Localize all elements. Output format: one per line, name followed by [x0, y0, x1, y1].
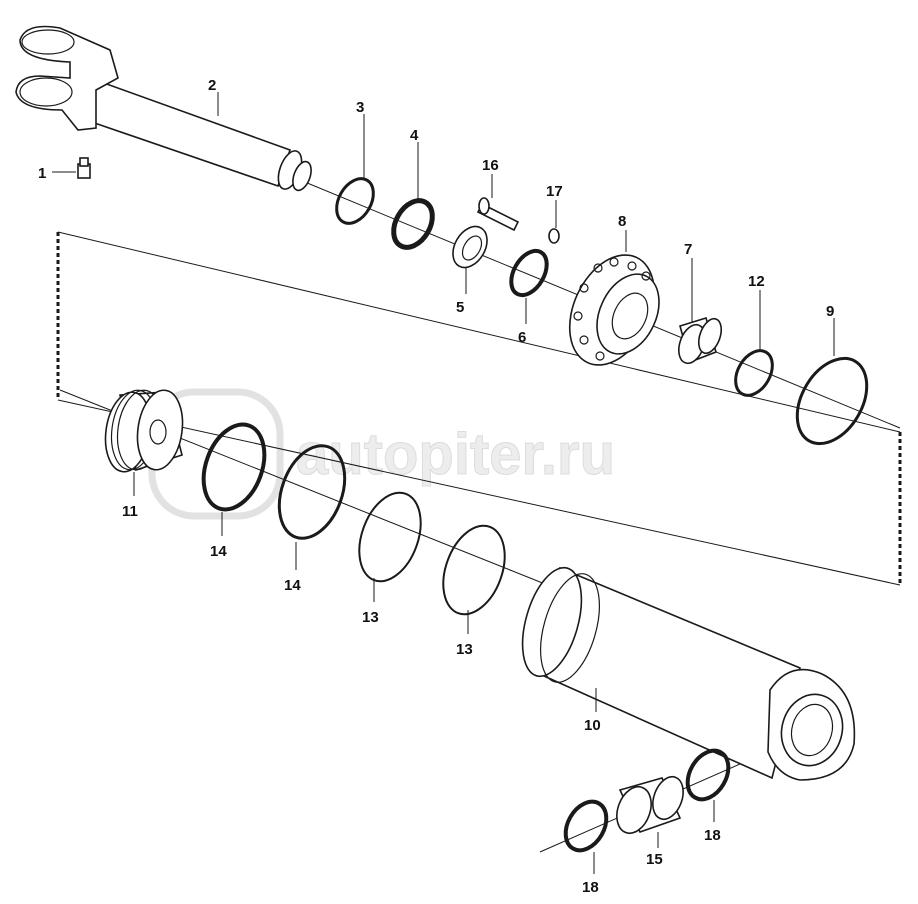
callout-label-18a: 18 [704, 827, 721, 844]
callout-label-13b: 13 [456, 641, 473, 658]
callout-label-17: 17 [546, 183, 563, 200]
callout-label-14b: 14 [284, 577, 301, 594]
callout-label-5: 5 [456, 299, 464, 316]
callout-label-1: 1 [38, 165, 46, 182]
callout-label-7: 7 [684, 241, 692, 258]
callout-label-4: 4 [410, 127, 419, 144]
callout-label-18b: 18 [582, 879, 599, 896]
ring-part-18b [563, 799, 609, 853]
callout-label-13a: 13 [362, 609, 379, 626]
washer-part-17 [548, 228, 560, 244]
piston-rod-part [15, 25, 312, 192]
callout-label-2: 2 [208, 77, 216, 94]
callout-label-15: 15 [646, 851, 663, 868]
o-ring-part-6 [509, 248, 549, 298]
callout-labels: 1 2 3 4 5 6 7 8 9 10 11 12 13 13 14 14 1… [38, 77, 834, 896]
guide-ring-part-13a [358, 491, 422, 583]
seal-ring-part-14a [201, 422, 267, 512]
bolt-part-16 [476, 197, 520, 232]
callout-label-9: 9 [826, 303, 834, 320]
wiper-ring-part-4 [391, 198, 435, 250]
rod-seal-part-5 [452, 225, 488, 269]
cylinder-barrel-part-10 [521, 566, 856, 781]
cylinder-head-part-8 [568, 254, 660, 366]
piston-part-11 [104, 389, 184, 473]
callout-label-8: 8 [618, 213, 626, 230]
callout-label-3: 3 [356, 99, 364, 116]
callout-label-16: 16 [482, 157, 499, 174]
callout-label-6: 6 [518, 329, 526, 346]
callout-label-12: 12 [748, 273, 765, 290]
ring-part-12 [734, 349, 774, 397]
o-ring-part-3 [335, 177, 375, 225]
callout-label-14a: 14 [210, 543, 227, 560]
callout-label-10: 10 [584, 717, 601, 734]
callout-label-11: 11 [122, 503, 138, 520]
leader-lines [52, 92, 835, 874]
seal-ring-part-14b [277, 444, 347, 540]
grease-nipple-part [77, 157, 91, 179]
watermark-text: autopiter.ru [296, 422, 615, 487]
reference-line-bottom [57, 399, 901, 586]
ring-part-18a [685, 748, 731, 802]
reference-line-top [57, 231, 901, 433]
watermark: autopiter.ru [148, 388, 616, 520]
ring-part-9 [795, 356, 869, 446]
guide-ring-part-13b [442, 524, 506, 616]
bushing-part-15 [616, 775, 684, 835]
bushing-part-7 [678, 316, 723, 365]
